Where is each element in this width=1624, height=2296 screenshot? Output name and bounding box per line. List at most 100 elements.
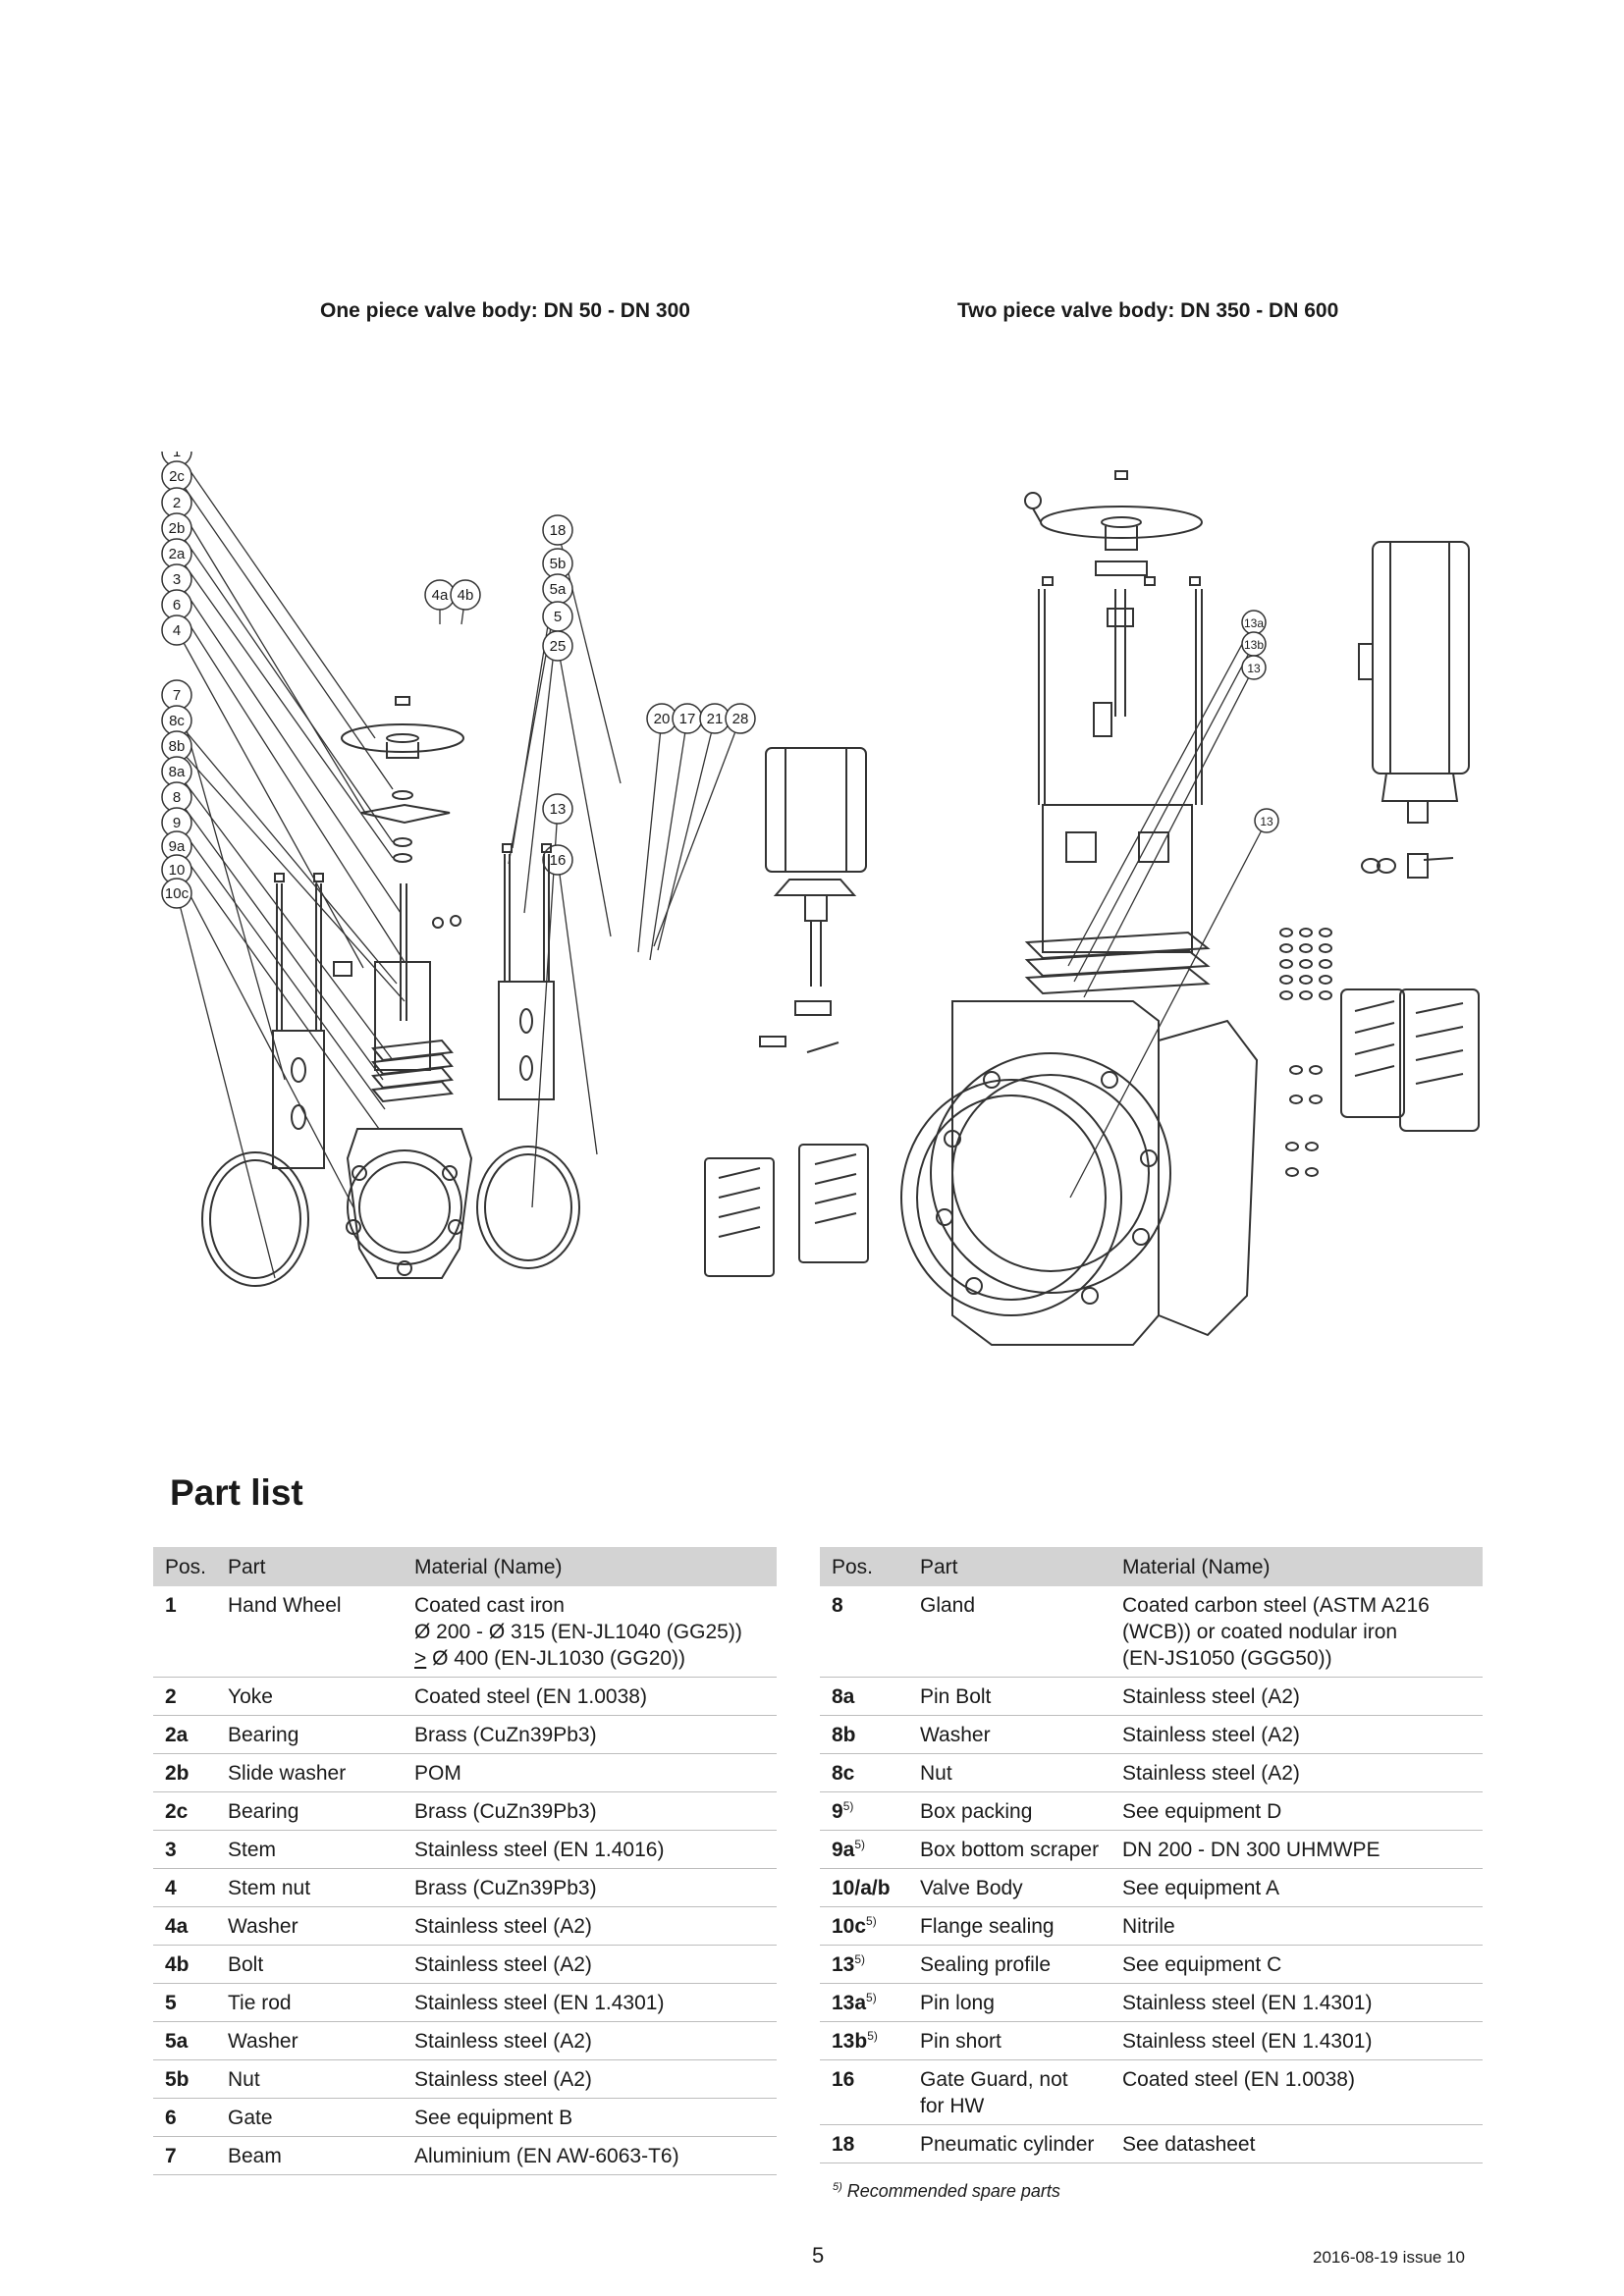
material-cell: Stainless steel (EN 1.4301) [1110,2021,1483,2060]
leader-line [657,718,716,951]
pos-value: 13b [832,2030,868,2053]
leader-line [176,553,394,859]
header-material: Material (Name) [403,1547,777,1586]
callout-label: 17 [679,711,696,727]
material-cell: Stainless steel (EN 1.4016) [403,1830,777,1869]
footnote-mark: 5) [833,2181,842,2193]
part-cell: Hand Wheel [216,1586,403,1678]
pneumatic-cylinder-small [765,747,867,873]
callout-circle [161,614,192,646]
leader-line [176,745,406,1002]
material-cell: Stainless steel (EN 1.4301) [1110,1983,1483,2022]
pos-value: 13a [832,1992,867,2014]
material-cell: Coated steel (EN 1.0038) [1110,2059,1483,2125]
material-cell: See equipment C [1110,1945,1483,1984]
pos-cell: 4b [153,1945,216,1984]
table-header-row: Pos. Part Material (Name) [820,1547,1483,1586]
callout-label: 9 [173,815,181,831]
callout-label: 5a [550,581,567,598]
leader-line [653,718,741,947]
material-line: (WCB)) or coated nodular iron [1122,1621,1398,1643]
right-assembly [900,470,1480,1346]
pos-cell: 6 [153,2098,216,2137]
part-cell: Nut [216,2059,403,2099]
leader-line [176,604,406,963]
pos-value: 1 [165,1594,177,1617]
callout-label: 3 [173,571,181,588]
leader-line [176,869,354,1208]
pos-cell: 2 [153,1677,216,1716]
callout-label: 13 [1260,815,1273,828]
footnote-ref: 5) [854,1838,866,1851]
part-cell: Bearing [216,1791,403,1831]
leader-line [1073,643,1255,983]
leader-line [508,588,559,865]
leader-line [176,892,276,1279]
pos-cell: 13b5) [820,2021,908,2060]
callout-label: 9a [169,838,186,855]
pos-cell: 2b [153,1753,216,1792]
leader-line [649,718,688,961]
gate-left [374,961,431,1071]
material-line: (EN-JS1050 (GGG50)) [1122,1647,1332,1670]
material-cell: Stainless steel (A2) [403,2059,777,2099]
part-cell: Gate [216,2098,403,2137]
callout-label: 10 [169,862,186,879]
valve-body-half-front [951,1000,1160,1346]
pos-value: 6 [165,2107,177,2129]
part-line: Gate Guard, not [920,2068,1068,2091]
callout-label: 28 [732,711,749,727]
material-cell: See equipment B [403,2098,777,2137]
callout-circle [161,878,192,909]
pos-cell: 16 [820,2059,908,2125]
pos-value: 8 [832,1594,843,1617]
page-number: 5 [812,2243,825,2268]
footnote: 5) Recommended spare parts [833,2181,1060,2202]
pos-value: 8a [832,1685,855,1708]
material-cell: Coated carbon steel (ASTM A216(WCB)) or … [1110,1586,1483,1678]
leader-line [1067,621,1255,967]
leader-line [531,808,559,1208]
part-cell: Pin short [908,2021,1110,2060]
footnote-ref: 5) [854,1952,866,1966]
callout-label: 13a [1244,616,1264,630]
callout-label: 8b [169,738,186,755]
callout-label: 4 [173,622,181,639]
callout-label: 2b [169,520,186,537]
callout-label: 5 [554,609,562,625]
leader-line [557,859,598,1155]
part-cell: Box bottom scraper [908,1830,1110,1869]
pos-cell: 8c [820,1753,908,1792]
caption-two-piece: Two piece valve body: DN 350 - DN 600 [957,299,1339,322]
pos-value: 5a [165,2030,189,2053]
material-cell: Brass (CuZn39Pb3) [403,1868,777,1907]
part-cell: Nut [908,1753,1110,1792]
gland-stack-large [1024,931,1211,995]
leader-line [176,475,394,790]
material-line: Ø 200 - Ø 315 (EN-JL1040 (GG25)) [414,1621,742,1643]
callout-label: 8a [169,764,186,780]
gate-guard-right [798,1144,869,1263]
pos-value: 2a [165,1724,189,1746]
material-cell: Stainless steel (A2) [1110,1715,1483,1754]
callout-label: 5b [550,556,567,572]
callout-circle [542,514,573,546]
callout-label: 4a [432,587,449,604]
pin-set [1279,928,1332,1177]
material-line-rest: Ø 400 (EN-JL1030 (GG20)) [426,1647,686,1670]
material-cell: Stainless steel (A2) [403,1945,777,1984]
